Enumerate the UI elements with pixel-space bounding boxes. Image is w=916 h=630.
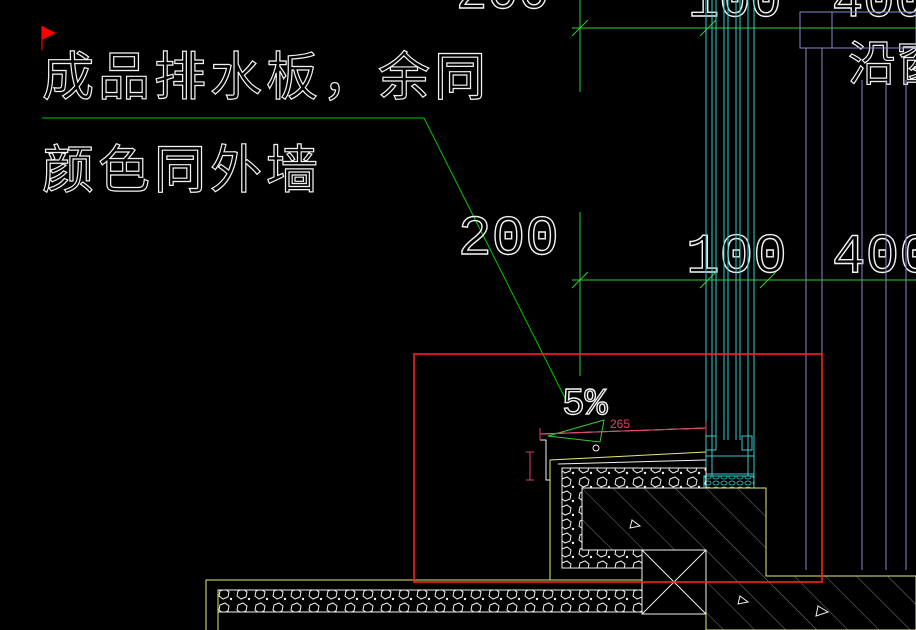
annotation-line-2: 颜色同外墙 <box>42 141 322 201</box>
slope-arrow <box>547 419 605 443</box>
dim-top-partial-3: 400 <box>832 0 916 32</box>
dim-top-partial-2: 100 <box>688 0 782 32</box>
small-dimension <box>526 422 707 481</box>
leader-line <box>42 117 567 401</box>
dim-mid-3: 400 <box>832 225 916 289</box>
wall-outline <box>205 451 707 630</box>
dimension-line-top <box>571 0 916 92</box>
highlight-box <box>413 353 823 583</box>
curtain-wall-lines <box>799 11 916 570</box>
small-dim-label: 265 <box>610 417 630 431</box>
window-frame <box>703 0 755 489</box>
dim-mid-1: 200 <box>458 207 559 271</box>
insulation-layer <box>217 467 707 613</box>
slope-label: 5% <box>562 383 608 426</box>
dimension-line-mid <box>571 212 916 376</box>
dim-top-partial-1: 200 <box>456 0 550 24</box>
side-label: 沿窗 <box>848 36 916 92</box>
annotation-line-1: 成品排水板，余同 <box>42 48 490 108</box>
flag-icon <box>41 26 56 50</box>
